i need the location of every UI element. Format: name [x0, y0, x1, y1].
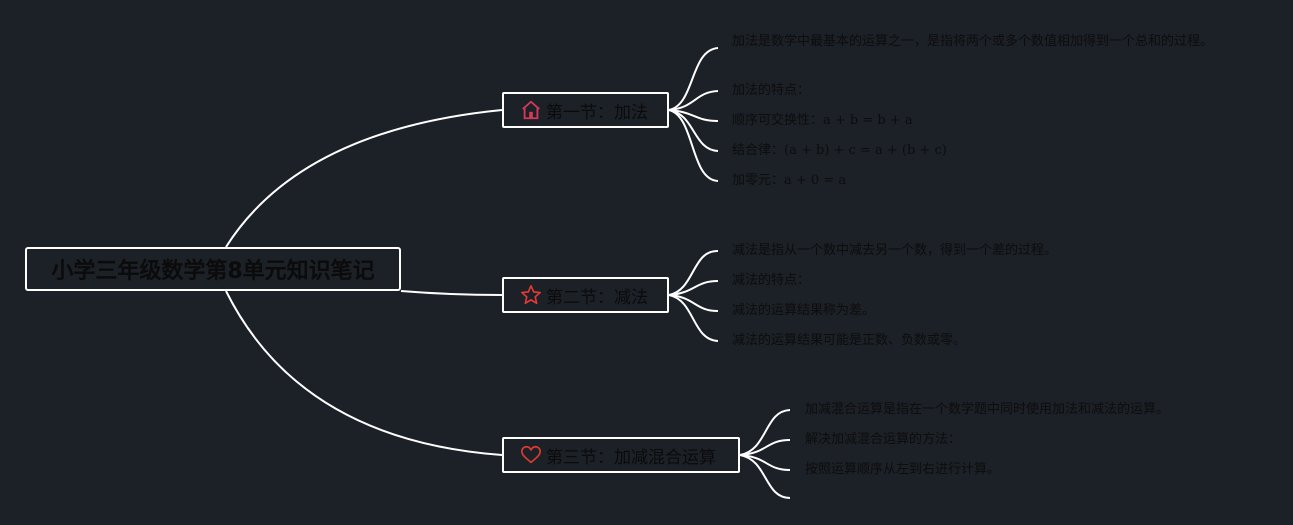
- connector-topic-3-leaf-4: [739, 454, 791, 499]
- formula-associative: (a + b) + c = a + (b + c): [784, 143, 947, 158]
- leaf-mixed-method[interactable]: 解决加减混合运算的方法：: [805, 432, 962, 447]
- leaf-subtraction-features[interactable]: 减法的特点：: [732, 273, 811, 288]
- topic-node-mixed-operations[interactable]: 第三节：加减混合运算: [502, 437, 740, 473]
- star-icon: [520, 284, 542, 306]
- connector-topic-2-leaf-4: [668, 294, 719, 342]
- leaf-mixed-order[interactable]: 按照运算顺序从左到右进行计算。: [805, 462, 1001, 477]
- leaf-subtraction-definition[interactable]: 减法是指从一个数中减去另一个数，得到一个差的过程。: [732, 243, 1058, 258]
- topic-node-addition[interactable]: 第一节：加法: [502, 92, 669, 128]
- connector-topic-2-leaf-3: [668, 294, 719, 312]
- leaf-subtraction-result-name[interactable]: 减法的运算结果称为差。: [732, 303, 876, 318]
- heart-icon: [520, 444, 542, 466]
- root-title: 小学三年级数学第8单元知识笔记: [51, 259, 375, 284]
- connector-topic-3-leaf-1: [739, 409, 791, 456]
- connector-topic-1-leaf-1: [668, 47, 719, 111]
- connector-topic-1-leaf-5: [668, 109, 719, 182]
- home-icon: [520, 99, 542, 121]
- topic-label: 第三节：加减混合运算: [546, 447, 716, 468]
- leaf-addition-features[interactable]: 加法的特点：: [732, 83, 811, 98]
- connector-topic-1-leaf-2: [668, 90, 719, 111]
- connector-topic-3-leaf-3: [739, 454, 791, 471]
- topic-label: 第一节：加法: [546, 102, 648, 123]
- connector-root-topic-2: [400, 290, 503, 296]
- leaf-addition-associative[interactable]: 结合律：(a + b) + c = a + (b + c): [732, 143, 947, 158]
- leaf-subtraction-result-sign[interactable]: 减法的运算结果可能是正数、负数或零。: [732, 333, 967, 348]
- connector-topic-1-leaf-4: [668, 109, 719, 152]
- leaf-addition-identity[interactable]: 加零元：a + 0 = a: [732, 173, 847, 188]
- connector-root-topic-3: [225, 290, 503, 456]
- leaf-addition-commutative[interactable]: 顺序可交换性：a + b = b + a: [732, 113, 913, 128]
- topic-label: 第二节：减法: [546, 287, 648, 308]
- connector-topic-2-leaf-2: [668, 280, 719, 296]
- leaf-addition-definition[interactable]: 加法是数学中最基本的运算之一，是指将两个或多个数值相加得到一个总和的过程。: [732, 34, 1214, 49]
- connector-topic-1-leaf-3: [668, 109, 719, 122]
- formula-identity: a + 0 = a: [784, 173, 847, 188]
- topic-node-subtraction[interactable]: 第二节：减法: [502, 277, 669, 313]
- connector-topic-2-leaf-1: [668, 249, 719, 296]
- connector-root-topic-1: [225, 109, 503, 248]
- formula-commutative: a + b = b + a: [823, 113, 913, 128]
- connector-topic-3-leaf-2: [739, 439, 791, 456]
- leaf-mixed-definition[interactable]: 加减混合运算是指在一个数学题中同时使用加法和减法的运算。: [805, 402, 1170, 417]
- root-node[interactable]: 小学三年级数学第8单元知识笔记: [25, 247, 401, 291]
